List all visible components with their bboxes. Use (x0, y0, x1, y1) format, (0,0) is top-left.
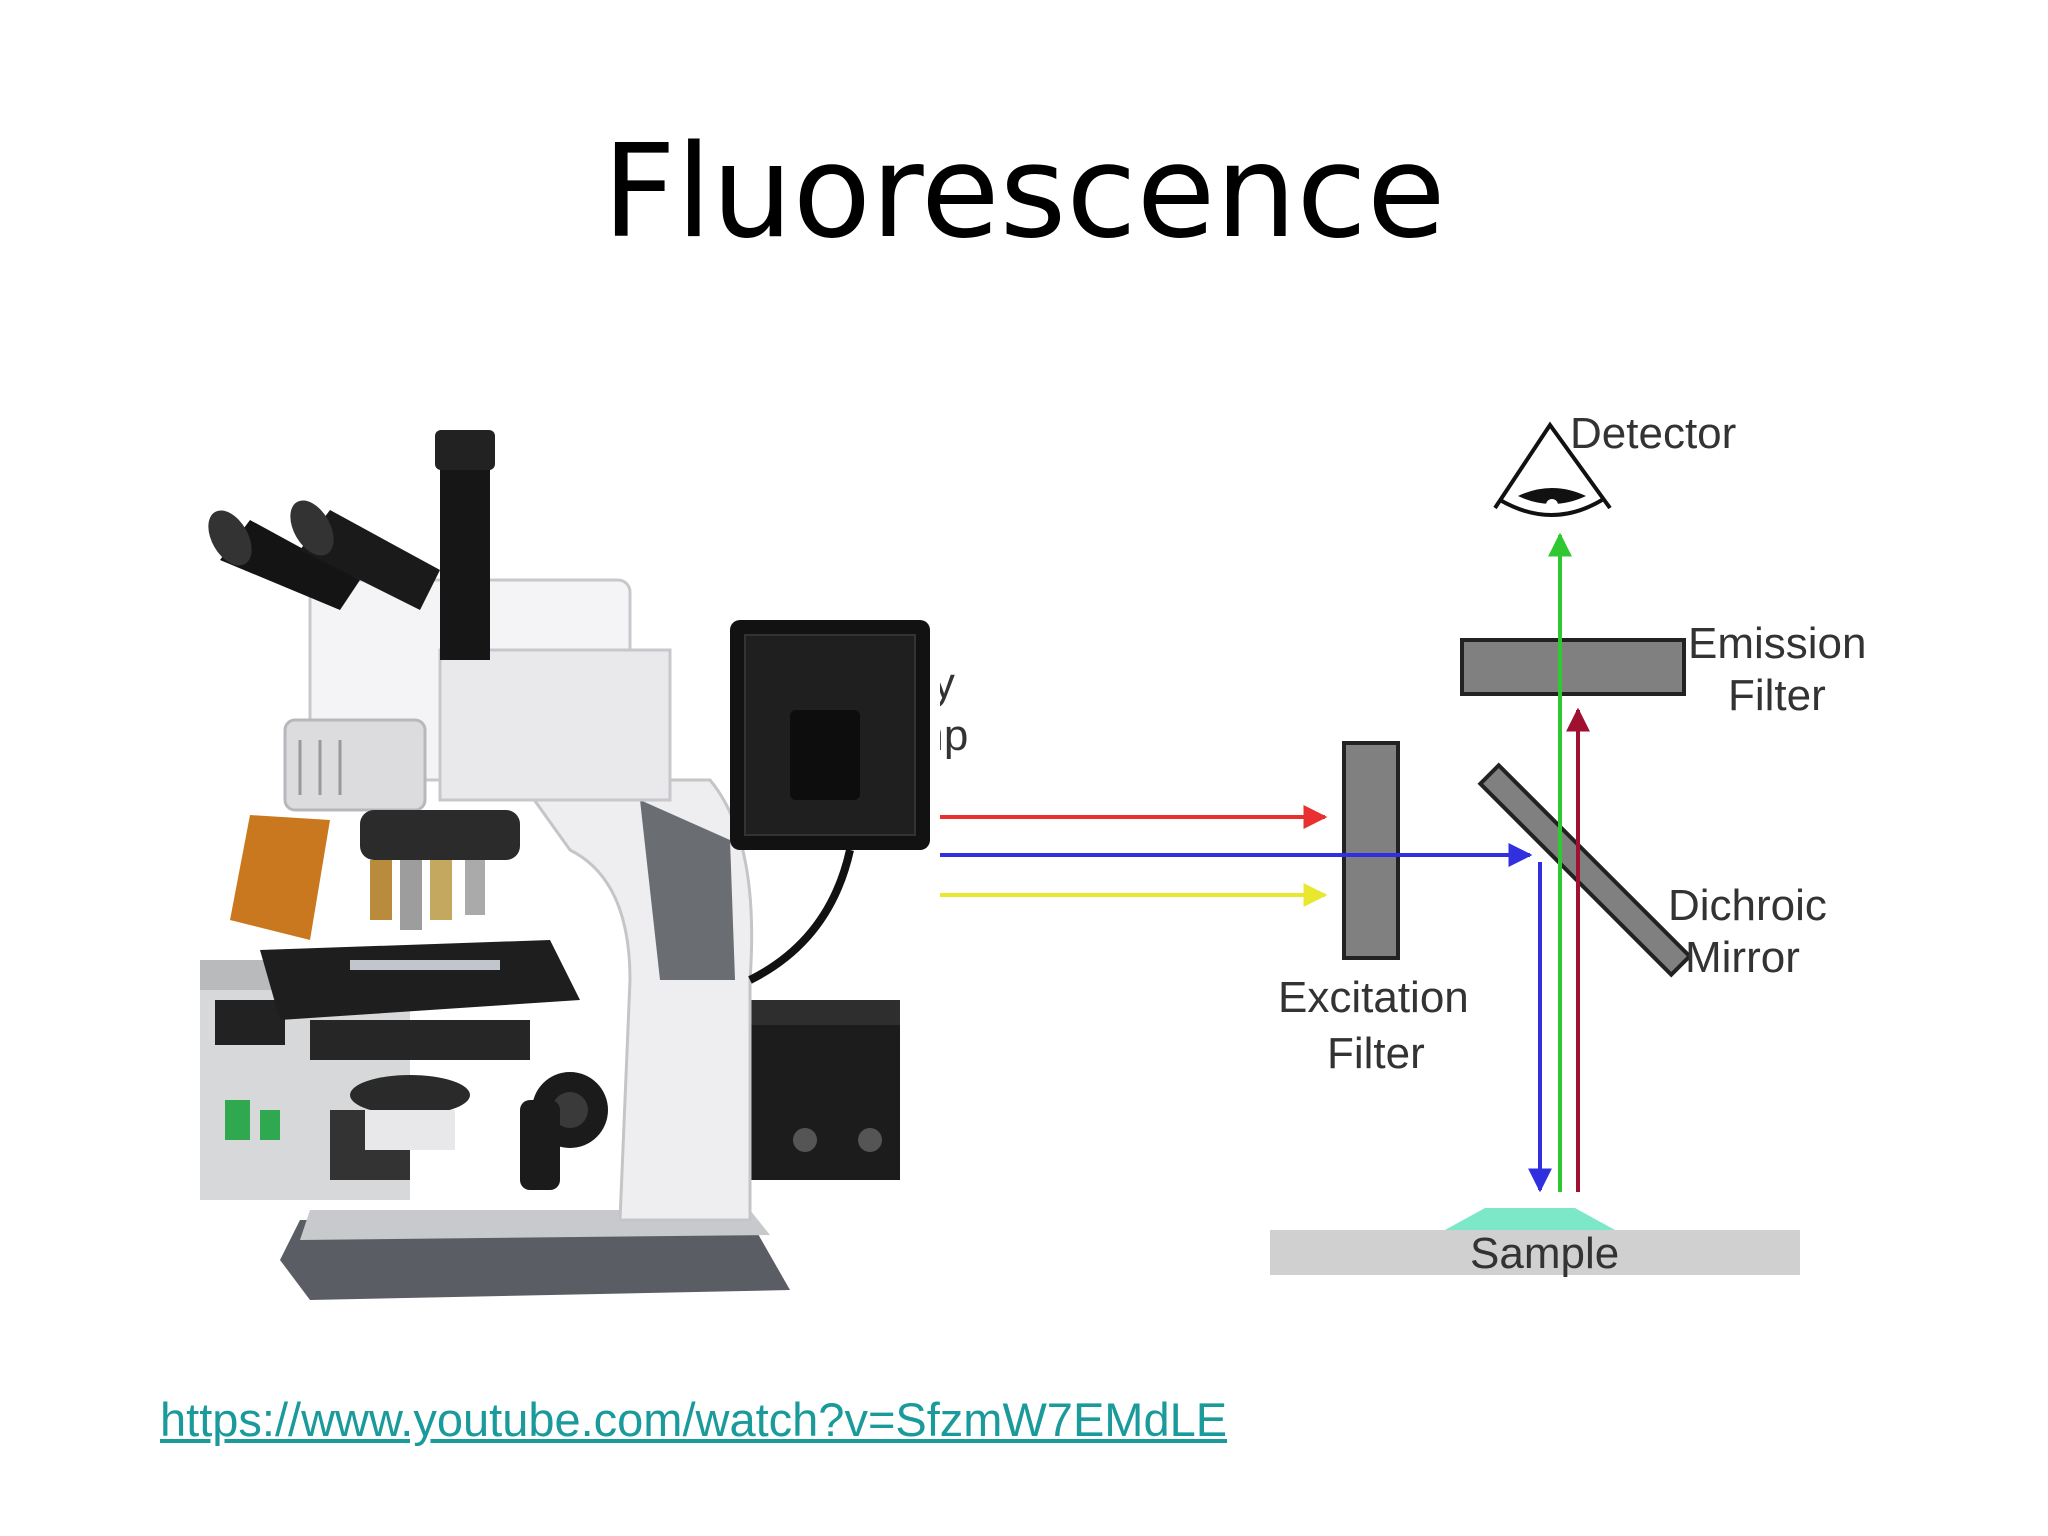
microscope-image (200, 430, 930, 1300)
detector-label: Detector (1570, 409, 1736, 458)
excitation-filter-label-1: Excitation (1278, 973, 1469, 1022)
emission-filter (1460, 638, 1686, 696)
slide-title: Fluorescence (602, 118, 1446, 267)
fluorescence-diagram: Detector Emission Filter Dichroic Mirror… (940, 409, 1867, 1278)
emission-filter-label-2: Filter (1728, 671, 1826, 720)
sample-specimen (1445, 1208, 1615, 1230)
sample-label: Sample (1470, 1229, 1619, 1278)
source-link[interactable]: https://www.youtube.com/watch?v=SfzmW7EM… (160, 1393, 1228, 1446)
dichroic-mirror-label-2: Mirror (1685, 933, 1800, 982)
dichroic-mirror (1477, 762, 1693, 978)
lamp-label-1: Mercury (940, 659, 955, 708)
emission-filter-label-1: Emission (1688, 619, 1867, 668)
lamp-label-2: Arc Lamp (940, 711, 968, 760)
excitation-filter-label-2: Filter (1327, 1029, 1425, 1078)
detector-eye-icon (1493, 421, 1612, 517)
sample-slide (1270, 1230, 1800, 1275)
dichroic-mirror-label-1: Dichroic (1668, 881, 1827, 930)
excitation-filter (1342, 741, 1400, 960)
